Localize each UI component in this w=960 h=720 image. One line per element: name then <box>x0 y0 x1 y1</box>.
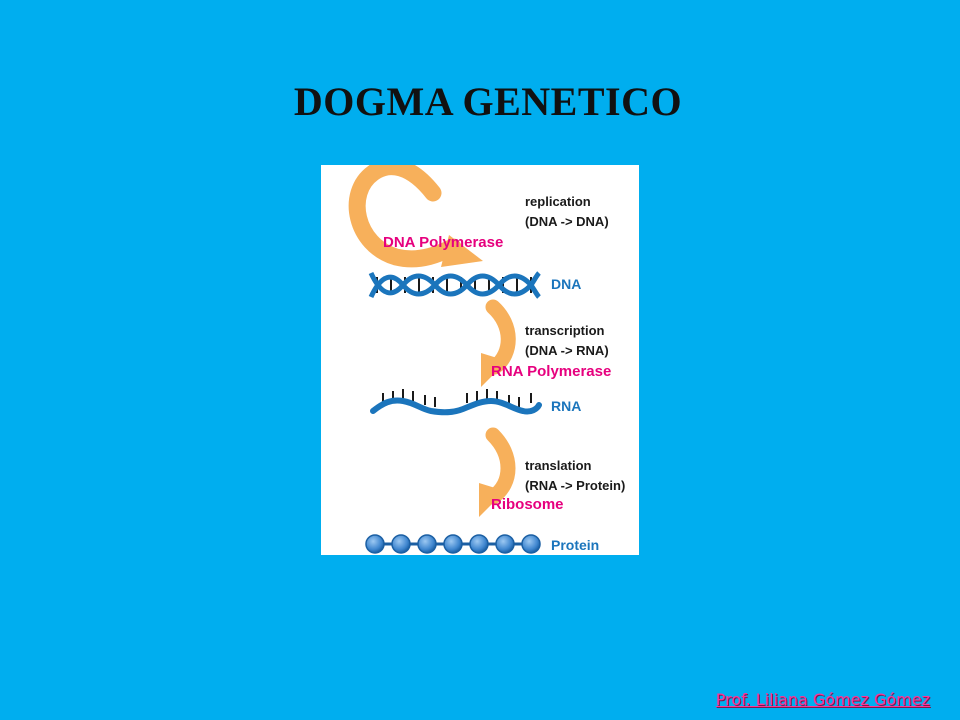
rna-label: RNA <box>551 398 581 414</box>
rna-polymerase-label: RNA Polymerase <box>491 363 611 380</box>
dna-label: DNA <box>551 276 581 292</box>
replication-process-label: replication <box>525 194 591 209</box>
dna-polymerase-label: DNA Polymerase <box>383 234 503 251</box>
protein-chain-icon <box>365 534 541 554</box>
protein-label: Protein <box>551 537 599 553</box>
transcription-process-label: transcription <box>525 323 605 338</box>
author-link[interactable]: Prof. Liliana Gómez Gómez <box>715 690 930 709</box>
translation-process-label: translation <box>525 458 592 473</box>
circular-arrow-icon <box>348 165 483 268</box>
ribosome-label: Ribosome <box>491 496 564 513</box>
central-dogma-diagram: replication (DNA -> DNA) DNA Polymerase … <box>321 165 639 555</box>
diagram-svg: replication (DNA -> DNA) DNA Polymerase … <box>348 165 625 554</box>
curved-arrow-icon <box>481 299 516 387</box>
rna-strand-icon <box>370 389 542 416</box>
curved-arrow-icon <box>479 427 516 517</box>
transcription-equation-label: (DNA -> RNA) <box>525 343 609 358</box>
translation-equation-label: (RNA -> Protein) <box>525 478 625 493</box>
replication-equation-label: (DNA -> DNA) <box>525 214 609 229</box>
dna-helix-icon <box>368 271 541 299</box>
slide-title: DOGMA GENETICO <box>293 79 683 124</box>
